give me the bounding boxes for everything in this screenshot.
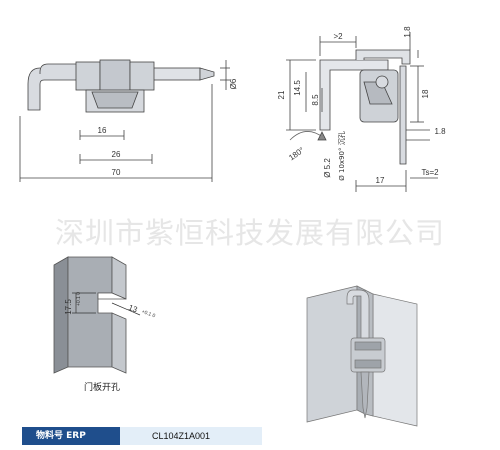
dim-countersink: Ø 10x90° 沉孔 xyxy=(338,131,346,180)
door-panel xyxy=(399,65,407,165)
dim-8-5: 8.5 xyxy=(311,94,320,106)
dim-ts-2: Ts=2 xyxy=(421,168,439,177)
dim-18: 18 xyxy=(421,89,430,98)
company-watermark: 深圳市紫恒科技发展有限公司 xyxy=(54,216,445,250)
cutout-slot xyxy=(97,292,127,300)
installed-view-render xyxy=(306,285,418,427)
body-block-left xyxy=(75,61,101,91)
dim-26: 26 xyxy=(112,150,121,159)
pivot-circle xyxy=(375,75,389,89)
dim-17-5-tolerance: +0.1 0 xyxy=(76,292,82,306)
rotation-arrowhead xyxy=(317,131,327,141)
dim-rotation-180: 180° xyxy=(287,146,306,163)
dim-70: 70 xyxy=(112,168,121,177)
dim-16: 16 xyxy=(98,126,107,135)
hinge-plate-top xyxy=(354,341,382,351)
dim-17-5: 17.5 xyxy=(64,299,73,315)
erp-bar: 物料号 ERP CL104Z1A001 xyxy=(22,427,262,445)
body-block-right xyxy=(129,61,155,91)
panel-right-face-bottom xyxy=(111,312,127,374)
erp-label: 物料号 ERP xyxy=(22,427,120,445)
cabinet-panel-left xyxy=(306,285,358,423)
dim-17: 17 xyxy=(376,176,385,185)
hinge-plate-bottom xyxy=(354,359,382,369)
front-view-drawing: 16 26 70 Ø6 xyxy=(19,59,238,182)
panel-right-face-top xyxy=(111,256,127,300)
l-handle xyxy=(27,63,81,111)
dim-right-1-8: 1.8 xyxy=(434,127,446,136)
pin-tip xyxy=(199,67,215,81)
body-block-center xyxy=(99,59,131,95)
dim-diameter-5-2: Ø 5.2 xyxy=(323,158,332,178)
dim-21: 21 xyxy=(277,90,286,99)
erp-value: CL104Z1A001 xyxy=(120,427,262,445)
spring-detail xyxy=(91,91,139,109)
dim-diameter-6: Ø6 xyxy=(229,78,238,89)
dim-13-tolerance: +0.1 0 xyxy=(141,309,156,320)
bracket-outline xyxy=(319,59,389,131)
door-hole-drawing: 17.5 +0.1 0 13 +0.1 0 xyxy=(53,256,156,374)
panel-front-face xyxy=(67,256,113,368)
dim-gt2: >2 xyxy=(333,32,343,41)
dim-13: 13 xyxy=(127,303,139,315)
pin-handle-3d xyxy=(346,289,370,339)
hole-caption: 门板开孔 xyxy=(84,383,121,393)
bracket-top xyxy=(355,49,411,65)
pin-tip-3d xyxy=(360,371,370,419)
side-view-drawing: >2 1.8 21 14.5 8.5 18 1.8 Ø 5.2 Ø 10x90°… xyxy=(277,26,446,192)
dim-14-5: 14.5 xyxy=(293,80,302,96)
dim-top-1-8: 1.8 xyxy=(403,26,412,38)
